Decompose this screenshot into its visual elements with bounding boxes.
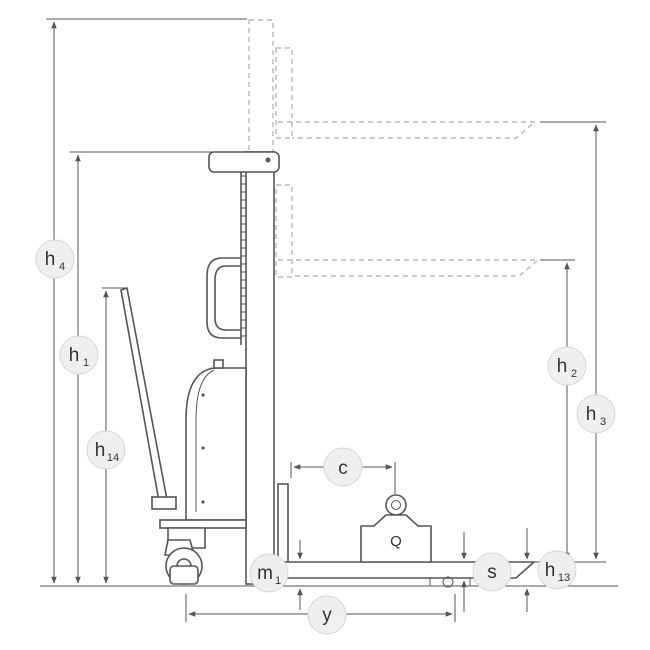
svg-text:h: h [95,440,106,461]
label-h1: h 1 [59,335,99,375]
svg-text:13: 13 [558,572,570,584]
svg-text:h: h [69,345,80,366]
svg-text:14: 14 [107,452,119,464]
svg-text:h: h [45,249,56,270]
label-h13: h 13 [537,550,577,590]
label-h4: h 4 [35,239,75,279]
svg-text:1: 1 [275,575,281,587]
dim-small-arrows [297,528,530,612]
svg-text:y: y [322,605,332,626]
label-c: c [323,447,363,487]
svg-text:4: 4 [59,261,65,273]
tiller-handle [120,286,177,510]
svg-text:s: s [487,562,497,583]
label-m1: m 1 [249,553,289,593]
caster-wheel [164,539,203,585]
svg-text:h: h [545,560,556,581]
svg-text:c: c [338,458,348,479]
mast-grab-handle [206,257,241,339]
battery-housing [185,359,247,521]
load-q-label: Q [390,533,402,550]
svg-text:2: 2 [571,368,577,380]
load-weight [360,494,432,563]
svg-text:3: 3 [600,416,606,428]
label-y: y [307,595,347,635]
label-h3: h 3 [576,394,616,434]
svg-text:1: 1 [83,357,89,369]
label-h2: h 2 [547,346,587,386]
svg-text:h: h [586,404,597,425]
label-s: s [472,552,512,592]
svg-text:m: m [257,563,273,584]
label-h14: h 14 [86,430,126,470]
raised-forks-outline [248,19,540,278]
svg-text:h: h [557,356,568,377]
